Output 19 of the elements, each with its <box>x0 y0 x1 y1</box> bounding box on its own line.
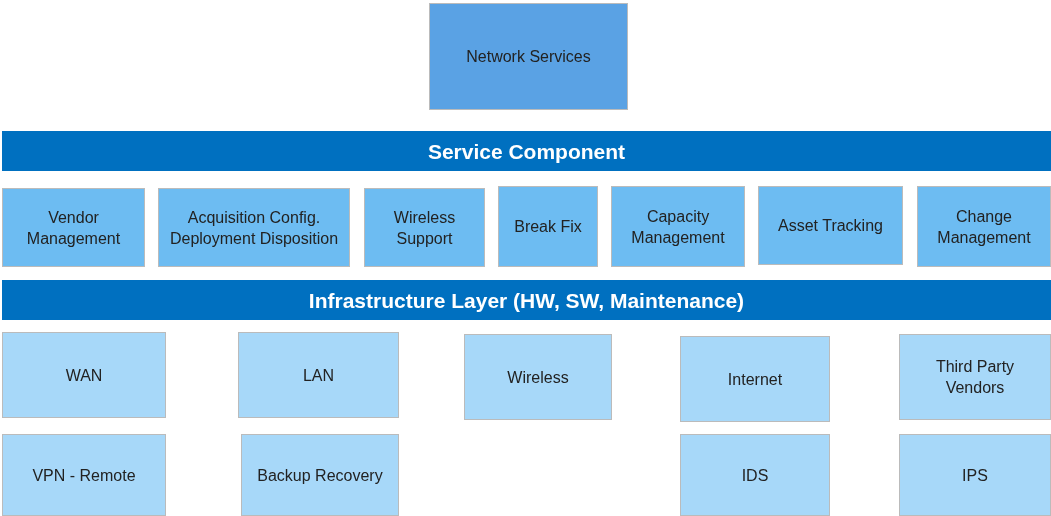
infrastructure-box: LAN <box>238 332 399 418</box>
infrastructure-box: Third Party Vendors <box>899 334 1051 420</box>
infrastructure-box: Internet <box>680 336 830 422</box>
layer-band: Infrastructure Layer (HW, SW, Maintenance) <box>2 280 1051 320</box>
component-box: Capacity Management <box>611 186 745 267</box>
component-box: Change Management <box>917 186 1051 267</box>
top-box: Network Services <box>429 3 628 110</box>
infrastructure-box: WAN <box>2 332 166 418</box>
infrastructure-box: Backup Recovery <box>241 434 399 516</box>
component-box: Vendor Management <box>2 188 145 267</box>
infrastructure-box: Wireless <box>464 334 612 420</box>
infrastructure-box: IPS <box>899 434 1051 516</box>
component-box: Acquisition Config. Deployment Disposition <box>158 188 350 267</box>
component-box: Break Fix <box>498 186 598 267</box>
component-box: Asset Tracking <box>758 186 903 265</box>
infrastructure-box: VPN - Remote <box>2 434 166 516</box>
infrastructure-box: IDS <box>680 434 830 516</box>
component-box: Wireless Support <box>364 188 485 267</box>
layer-band: Service Component <box>2 131 1051 171</box>
